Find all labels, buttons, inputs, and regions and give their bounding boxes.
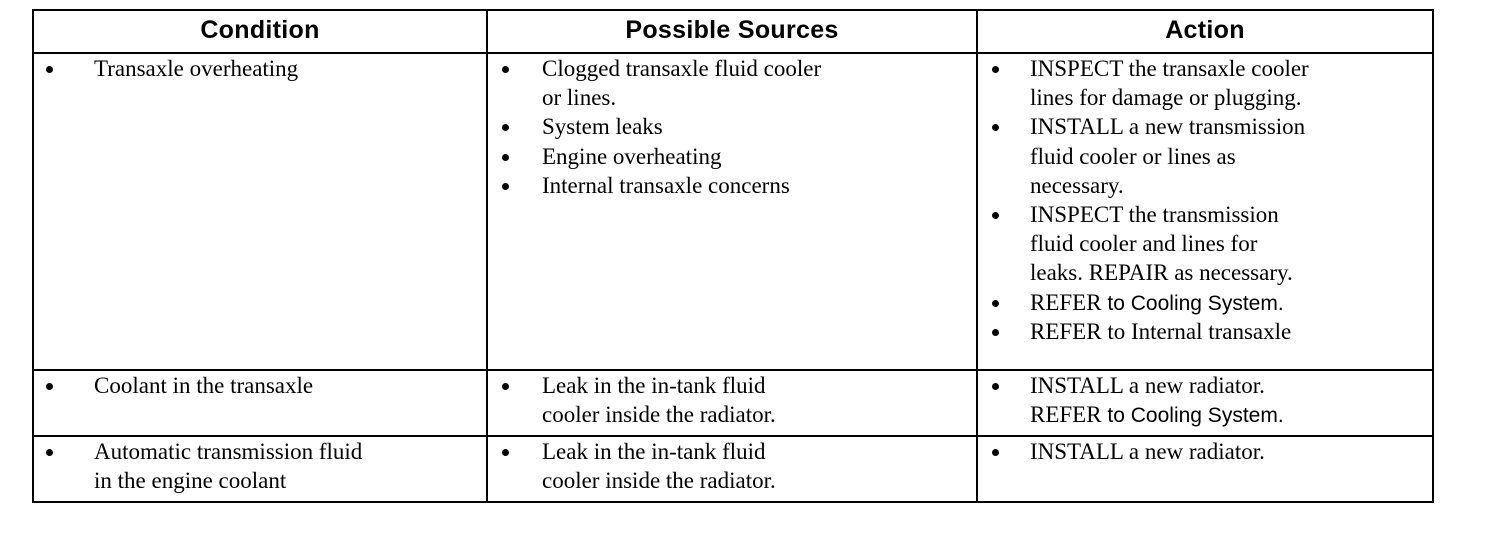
refer-target: to Cooling System. [1101, 291, 1284, 315]
table-row: Transaxle overheating Clogged transaxle … [32, 52, 1434, 371]
list-item-text-mixed: INSTALL a new radiator. REFER to Cooling … [1030, 371, 1432, 430]
list-item-text: Coolant in the transaxle [94, 373, 314, 398]
list-item-text: INSTALL a new radiator. [1030, 439, 1265, 464]
list-item: Internal transaxle concerns [488, 171, 976, 200]
bullet-dot-icon [502, 448, 509, 456]
list-item: INSTALL a new transmission fluid cooler … [978, 112, 1432, 200]
list-item-text-mixed: REFER to Cooling System. [1030, 288, 1432, 318]
cell-condition-1: Transaxle overheating [32, 52, 488, 371]
list-item-text: INSTALL a new transmission fluid cooler … [1030, 114, 1306, 198]
list-item-text: REFER to Internal transaxle [1030, 319, 1292, 345]
bullet-dot-icon [46, 65, 53, 73]
refer-keyword: REFER [1030, 402, 1102, 428]
list-item: REFER to Internal transaxle [978, 317, 1432, 346]
bullet-list-action-1: INSPECT the transaxle cooler lines for d… [978, 54, 1432, 346]
list-item: INSTALL a new radiator. REFER to Cooling … [978, 371, 1432, 430]
list-item-text: Automatic transmission fluid in the engi… [94, 439, 363, 494]
list-item: Leak in the in-tank fluid cooler inside … [488, 371, 976, 429]
list-item: REFER to Cooling System. [978, 288, 1432, 318]
cell-action-2: INSTALL a new radiator. REFER to Cooling … [976, 369, 1434, 437]
list-item: INSPECT the transmission fluid cooler an… [978, 200, 1432, 288]
bullet-dot-icon [992, 211, 999, 219]
table-header-row: Condition Possible Sources Action [32, 9, 1434, 54]
cell-sources-1: Clogged transaxle fluid cooler or lines.… [486, 52, 978, 371]
bullet-list-condition-2: Coolant in the transaxle [34, 371, 486, 400]
list-item: Leak in the in-tank fluid cooler inside … [488, 437, 976, 495]
list-item-text: Leak in the in-tank fluid cooler inside … [542, 373, 776, 428]
bullet-dot-icon [502, 182, 509, 190]
bullet-dot-icon [502, 382, 509, 390]
bullet-list-action-3: INSTALL a new radiator. [978, 437, 1432, 466]
list-item-text: Transaxle overheating [94, 56, 299, 81]
bullet-dot-icon [992, 124, 999, 132]
bullet-dot-icon [46, 448, 53, 456]
list-item: Coolant in the transaxle [34, 371, 486, 400]
list-item-text: Engine overheating [542, 143, 722, 169]
cell-sources-2: Leak in the in-tank fluid cooler inside … [486, 369, 978, 437]
refer-target: to Cooling System. [1101, 404, 1284, 428]
list-item: Transaxle overheating [34, 54, 486, 83]
cell-condition-3: Automatic transmission fluid in the engi… [32, 435, 488, 503]
column-header-possible-sources: Possible Sources [486, 9, 978, 54]
bullet-list-action-2: INSTALL a new radiator. REFER to Cooling … [978, 371, 1432, 430]
list-item: System leaks [488, 112, 976, 141]
bullet-dot-icon [502, 124, 509, 132]
bullet-dot-icon [992, 65, 999, 73]
bullet-dot-icon [992, 382, 999, 390]
list-item-text: Leak in the in-tank fluid cooler inside … [542, 439, 776, 494]
list-item-text: System leaks [542, 114, 663, 140]
table-row: Automatic transmission fluid in the engi… [32, 435, 1434, 503]
list-item-text: Internal transaxle concerns [542, 172, 790, 198]
column-header-action: Action [976, 9, 1434, 54]
diagnostic-table: Condition Possible Sources Action Transa… [32, 9, 1434, 503]
bullet-list-sources-1: Clogged transaxle fluid cooler or lines.… [488, 54, 976, 200]
bullet-list-condition-3: Automatic transmission fluid in the engi… [34, 437, 486, 495]
bullet-dot-icon [502, 153, 509, 161]
list-item: Clogged transaxle fluid cooler or lines. [488, 54, 976, 112]
bullet-dot-icon [992, 299, 999, 307]
list-item: INSPECT the transaxle cooler lines for d… [978, 54, 1432, 112]
list-item: INSTALL a new radiator. [978, 437, 1432, 466]
bullet-list-sources-2: Leak in the in-tank fluid cooler inside … [488, 371, 976, 429]
bullet-dot-icon [992, 329, 999, 337]
install-line: INSTALL a new radiator. [1030, 373, 1265, 398]
bullet-list-condition-1: Transaxle overheating [34, 54, 486, 83]
cell-sources-3: Leak in the in-tank fluid cooler inside … [486, 435, 978, 503]
list-item-text: Clogged transaxle fluid cooler or lines. [542, 56, 822, 111]
list-item: Automatic transmission fluid in the engi… [34, 437, 486, 495]
bullet-dot-icon [502, 65, 509, 73]
table-row: Coolant in the transaxle Leak in the in-… [32, 369, 1434, 437]
cell-action-1: INSPECT the transaxle cooler lines for d… [976, 52, 1434, 371]
refer-keyword: REFER [1030, 289, 1102, 315]
bullet-list-sources-3: Leak in the in-tank fluid cooler inside … [488, 437, 976, 495]
list-item-text: INSPECT the transaxle cooler lines for d… [1030, 56, 1309, 111]
cell-condition-2: Coolant in the transaxle [32, 369, 488, 437]
cell-action-3: INSTALL a new radiator. [976, 435, 1434, 503]
bullet-dot-icon [992, 448, 999, 456]
list-item-text: INSPECT the transmission fluid cooler an… [1030, 202, 1293, 286]
list-item: Engine overheating [488, 142, 976, 171]
column-header-condition: Condition [32, 9, 488, 54]
bullet-dot-icon [46, 382, 53, 390]
